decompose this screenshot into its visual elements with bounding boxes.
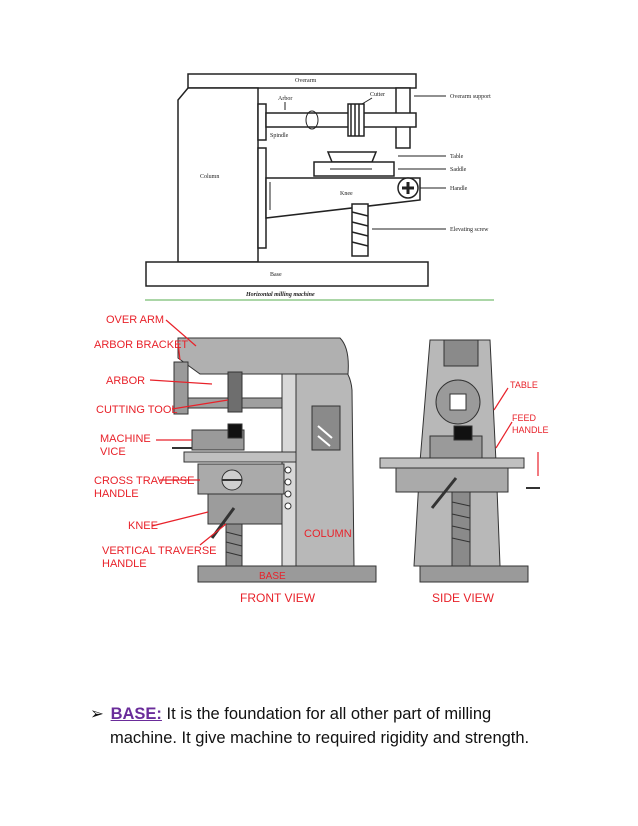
label-base: BASE <box>259 571 286 582</box>
front-base-shape <box>197 565 377 583</box>
label-handle: Handle <box>450 186 468 192</box>
label-table: TABLE <box>510 380 538 390</box>
label-over-arm: OVER ARM <box>106 314 164 326</box>
side-table-shape <box>379 457 525 469</box>
label-spindle: Spindle <box>270 133 289 139</box>
description-text-1: It is the foundation for all other part … <box>161 705 492 723</box>
label-column-top: Column <box>200 174 219 180</box>
description-line-2: machine. It give machine to required rig… <box>110 729 530 747</box>
label-vertical-traverse-1: VERTICAL TRAVERSE <box>102 545 217 557</box>
front-table-shape <box>183 451 297 463</box>
label-arbor: ARBOR <box>106 375 145 387</box>
horizontal-milling-diagram <box>145 73 446 287</box>
bullet-arrow-icon: ➢ <box>90 705 104 723</box>
side-base-shape <box>419 565 529 583</box>
label-table-top: Table <box>450 154 464 160</box>
label-arbor-top: Arbor <box>278 96 292 102</box>
label-arbor-bracket: ARBOR BRACKET <box>94 339 188 351</box>
base-description: ➢ BASE: It is the foundation for all oth… <box>90 702 590 750</box>
table-shape <box>326 151 378 163</box>
base-shape <box>145 261 429 287</box>
label-machine-vice-1: MACHINE <box>100 433 151 445</box>
label-leaders <box>149 319 539 546</box>
front-overarm-shape <box>177 337 349 375</box>
knee-shape <box>265 177 421 219</box>
label-elevating-screw: Elevating screw <box>450 227 489 233</box>
description-line-1: ➢ BASE: It is the foundation for all oth… <box>90 702 590 726</box>
label-overarm: Overarm <box>295 78 317 84</box>
front-cutter-shape <box>227 371 243 413</box>
cutter-shape <box>347 103 365 137</box>
label-side-view: SIDE VIEW <box>432 591 495 605</box>
label-front-view: FRONT VIEW <box>240 591 316 605</box>
side-view-drawing <box>379 339 540 583</box>
label-saddle: Saddle <box>450 167 467 173</box>
label-feed-handle-2: HANDLE <box>512 425 549 435</box>
term-base: BASE: <box>110 705 162 723</box>
label-vertical-traverse-2: HANDLE <box>102 558 147 570</box>
label-knee: KNEE <box>128 520 158 532</box>
label-cutter: Cutter <box>370 92 385 98</box>
label-knee-top: Knee <box>340 191 353 197</box>
label-overarm-support: Overarm support <box>450 94 491 100</box>
side-screw-shape <box>451 491 471 567</box>
label-cutting-tool: CUTTING TOOL <box>96 404 178 416</box>
bottom-diagram-labels: OVER ARM ARBOR BRACKET ARBOR CUTTING TOO… <box>94 314 549 605</box>
label-cross-traverse-2: HANDLE <box>94 488 139 500</box>
top-diagram-labels: Overarm Arbor Cutter Overarm support Spi… <box>200 78 491 298</box>
caption-horizontal-milling: Horizontal milling machine <box>245 292 315 298</box>
elevating-screw-shape <box>351 203 369 257</box>
front-view-drawing <box>172 337 377 583</box>
label-machine-vice-2: VICE <box>100 446 126 458</box>
overarm-shape <box>187 73 417 89</box>
front-knee-shape <box>207 493 283 525</box>
label-column: COLUMN <box>304 528 352 540</box>
label-base-top: Base <box>270 272 282 278</box>
label-cross-traverse-1: CROSS TRAVERSE <box>94 475 194 487</box>
arbor-shape <box>265 112 417 128</box>
label-feed-handle-1: FEED <box>512 413 537 423</box>
